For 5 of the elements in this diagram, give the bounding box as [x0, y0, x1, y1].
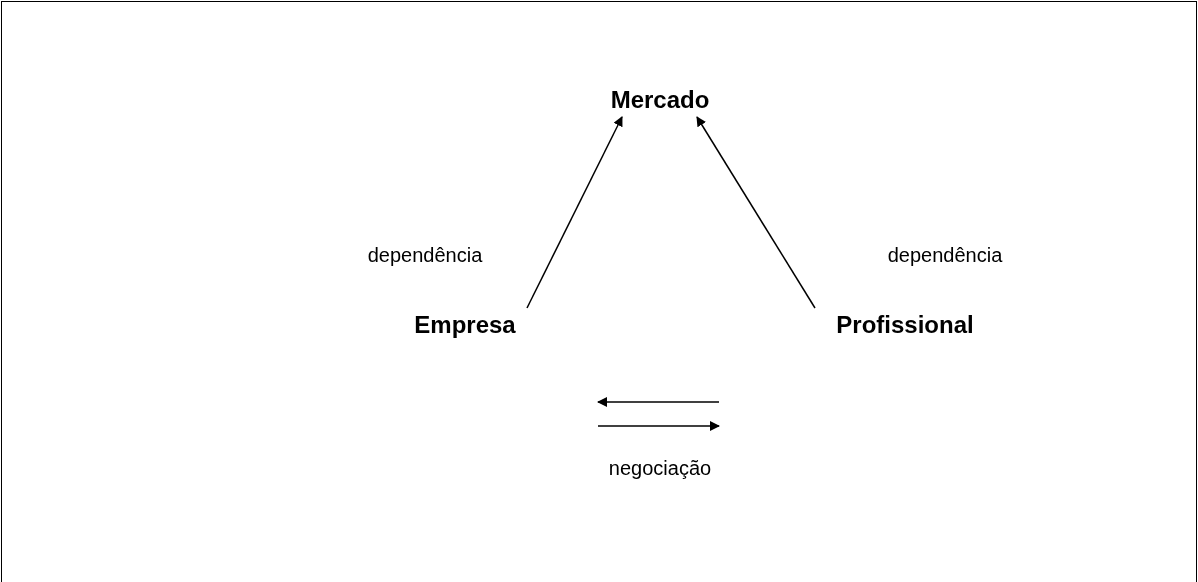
arrow: [526, 116, 623, 309]
arrow: [696, 116, 816, 309]
node-label: Mercado: [610, 86, 710, 114]
node-label: Empresa: [414, 311, 516, 339]
node-label: Profissional: [836, 311, 974, 339]
